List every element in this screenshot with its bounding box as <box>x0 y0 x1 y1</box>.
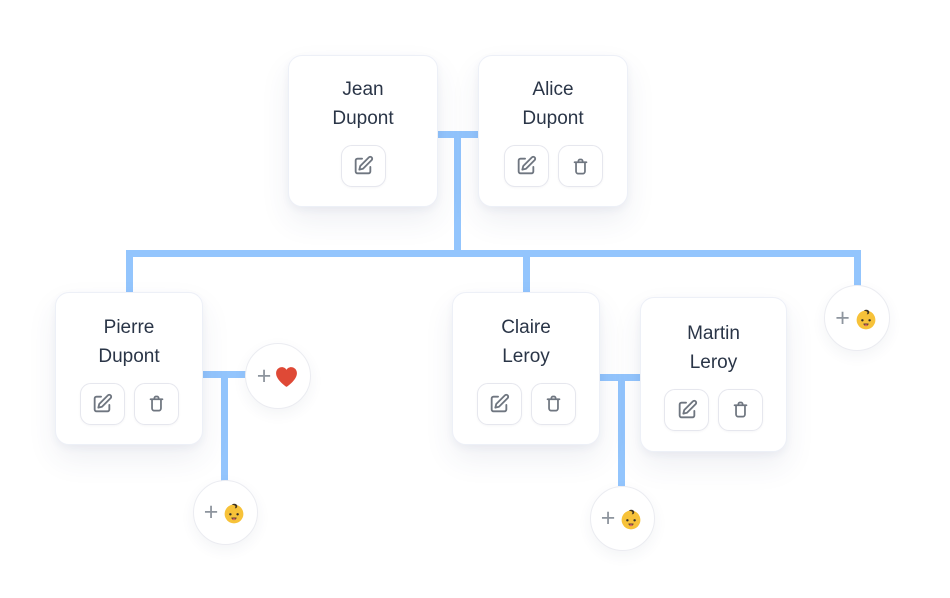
edit-icon <box>91 393 113 415</box>
first-name: Martin <box>687 322 740 344</box>
last-name: Dupont <box>522 108 584 129</box>
edit-icon <box>676 399 698 421</box>
edit-button[interactable] <box>664 388 709 431</box>
delete-button[interactable] <box>718 388 763 431</box>
edit-button[interactable] <box>476 382 522 425</box>
delete-button[interactable] <box>557 145 603 187</box>
claire-martin-child-drop-line <box>618 374 625 486</box>
trash-icon <box>543 393 564 414</box>
drop-line-add-child-right <box>854 250 861 288</box>
card-actions <box>664 388 763 431</box>
person-card-alice: Alice Dupont <box>478 55 628 207</box>
first-name: Claire <box>501 316 551 338</box>
last-name: Leroy <box>502 345 550 367</box>
plus-icon: + <box>203 498 219 526</box>
last-name: Dupont <box>98 345 160 367</box>
red-heart-icon <box>274 365 299 388</box>
plus-icon: + <box>835 303 850 332</box>
card-actions <box>79 382 179 425</box>
trash-icon <box>730 399 751 420</box>
add-partner-button[interactable]: + <box>245 343 311 409</box>
add-child-button-claire-martin[interactable]: + <box>590 486 655 551</box>
edit-button[interactable] <box>340 145 386 187</box>
first-name: Jean <box>342 79 384 100</box>
edit-icon <box>352 155 374 177</box>
last-name: Leroy <box>689 351 738 373</box>
pierre-child-drop-line <box>221 371 228 481</box>
parents-drop-line <box>454 131 461 257</box>
baby-icon <box>853 305 879 332</box>
person-card-jean: Jean Dupont <box>288 55 438 207</box>
trash-icon <box>570 156 591 177</box>
edit-icon <box>488 393 510 415</box>
card-actions <box>340 145 386 187</box>
delete-button[interactable] <box>530 382 576 425</box>
trash-icon <box>146 393 167 414</box>
edit-button[interactable] <box>503 145 549 187</box>
person-name: Alice Dupont <box>522 75 583 133</box>
add-child-button-pierre[interactable]: + <box>193 480 258 545</box>
person-name: Claire Leroy <box>501 313 551 371</box>
plus-icon: + <box>600 504 616 532</box>
card-actions <box>476 382 576 425</box>
children-bus-line <box>126 250 861 257</box>
card-actions <box>503 145 603 187</box>
person-card-pierre: Pierre Dupont <box>55 292 203 445</box>
person-card-martin: Martin Leroy <box>640 297 787 452</box>
edit-button[interactable] <box>79 382 125 425</box>
person-name: Pierre Dupont <box>98 313 159 371</box>
baby-icon <box>221 499 247 526</box>
person-name: Jean Dupont <box>332 75 393 133</box>
edit-icon <box>515 155 537 177</box>
first-name: Pierre <box>103 316 155 338</box>
person-card-claire: Claire Leroy <box>452 292 600 445</box>
drop-line-pierre <box>126 250 133 295</box>
person-name: Martin Leroy <box>687 319 740 377</box>
plus-icon: + <box>256 361 272 390</box>
last-name: Dupont <box>332 108 394 129</box>
baby-icon <box>618 505 644 532</box>
add-child-button-parents[interactable]: + <box>824 285 890 351</box>
first-name: Alice <box>532 79 574 100</box>
delete-button[interactable] <box>133 382 179 425</box>
drop-line-claire <box>523 250 530 295</box>
